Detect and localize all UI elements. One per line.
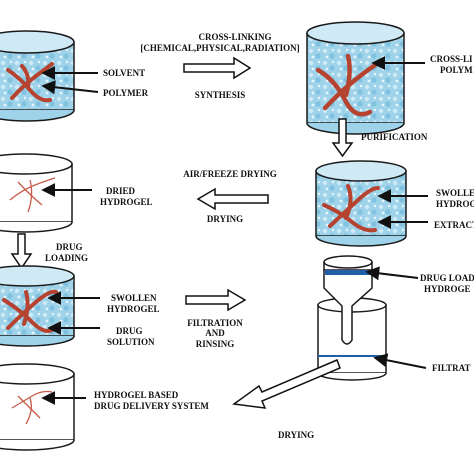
beaker-final-hydrogel xyxy=(0,363,75,451)
dried-chains xyxy=(9,177,56,213)
swollen-left-label-1: SWOLLEN xyxy=(111,293,157,303)
beaker-dried-hydrogel xyxy=(0,153,73,233)
purification-arrow xyxy=(331,118,354,158)
crosslinking-types-label: [CHEMICAL,PHYSICAL,RADIATION] xyxy=(140,43,299,53)
polymer-pointer xyxy=(41,80,99,95)
swollen-left-label-2: HYDROGEL xyxy=(107,304,160,314)
drug-loading-arrow xyxy=(10,233,33,270)
filtration-label-3: RINSING xyxy=(196,339,235,349)
filtration-apparatus xyxy=(317,255,387,381)
swollen-chains-right xyxy=(322,184,380,233)
filtrate-pointer xyxy=(373,353,427,369)
final-label-2: DRUG DELIVERY SYSTEM xyxy=(94,401,209,411)
crosslinked-label-2: POLYM xyxy=(440,65,473,75)
drug-loaded-pointer xyxy=(365,266,419,281)
beaker-crosslinked-polymer xyxy=(306,21,405,135)
drug-loading-label-1: DRUG xyxy=(56,242,83,252)
funnel xyxy=(323,269,373,345)
beaker-swollen-hydrogel-left xyxy=(0,265,75,347)
drying-arrow-top xyxy=(196,187,269,211)
beaker-solvent-polymer xyxy=(0,30,75,122)
drug-loading-label-2: LOADING xyxy=(45,253,88,263)
drying-bottom-label: DRYING xyxy=(278,430,314,440)
dried-label-2: HYDROGEL xyxy=(100,197,153,207)
purification-label: PURIFICATION xyxy=(361,132,428,142)
synthesis-label: SYNTHESIS xyxy=(195,90,246,100)
solvent-label: SOLVENT xyxy=(103,68,145,78)
drug-loaded-label-2: HYDROGE xyxy=(424,284,471,294)
swollen-right-label-1: SWOLLE xyxy=(436,188,474,198)
drying-arrow-bottom xyxy=(232,359,341,409)
filtration-arrow xyxy=(185,288,247,312)
drug-solution-label-2: SOLUTION xyxy=(107,337,155,347)
crosslinked-label-1: CROSS-LI xyxy=(430,54,473,64)
synthesis-arrow xyxy=(183,56,252,80)
swollen-right-label-2: HYDROG xyxy=(436,199,474,209)
filtration-label-2: AND xyxy=(205,328,225,338)
extract-label: EXTRACT xyxy=(434,220,474,230)
crosslinking-label: CROSS-LINKING xyxy=(198,32,271,42)
drug-solution-label-1: DRUG xyxy=(116,326,143,336)
air-freeze-drying-label: AIR/FREEZE DRYING xyxy=(183,169,276,179)
drug-loaded-band xyxy=(325,270,371,275)
dried-label-1: DRIED xyxy=(106,186,136,196)
filtration-label-1: FILTRATION xyxy=(187,318,243,328)
drug-loaded-label-1: DRUG LOADE xyxy=(420,273,474,283)
beaker-swollen-hydrogel-right xyxy=(315,160,407,247)
drying-top-label: DRYING xyxy=(207,214,243,224)
filtrate-label: FILTRAT xyxy=(432,363,471,373)
polymer-label: POLYMER xyxy=(103,88,149,98)
final-label-1: HYDROGEL BASED xyxy=(94,390,179,400)
